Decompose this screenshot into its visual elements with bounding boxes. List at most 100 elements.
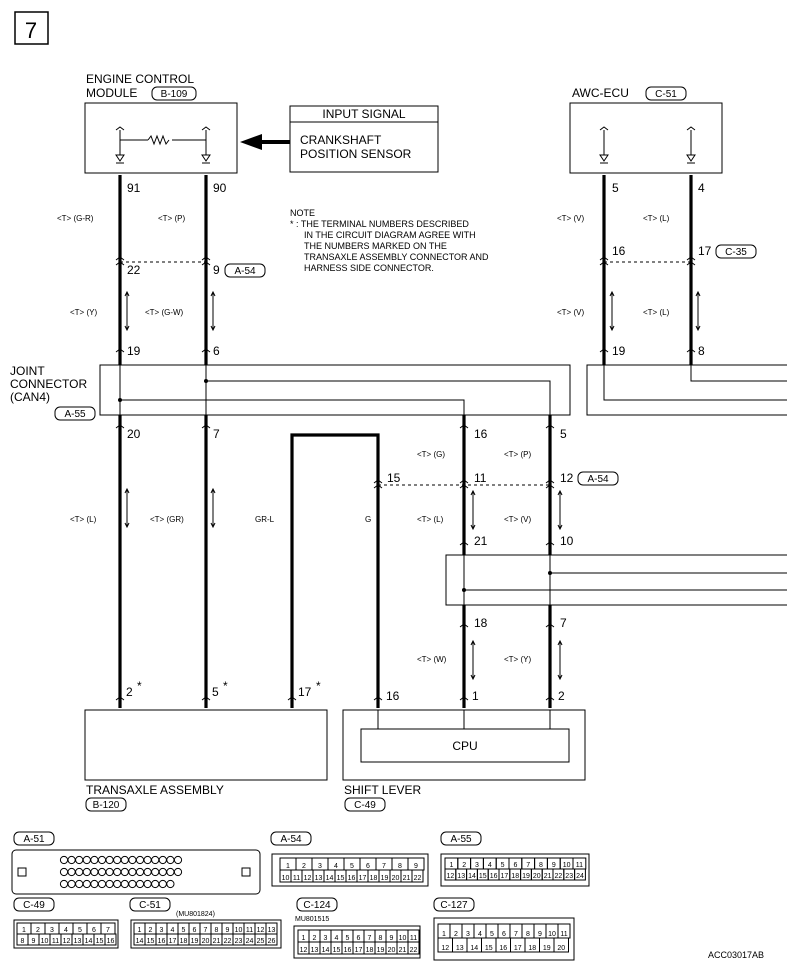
conn-c51-face xyxy=(130,919,282,949)
awc-wire-label-v1: <T> (V) xyxy=(557,214,584,223)
ecm-code: B-109 xyxy=(161,89,188,100)
note-line2: IN THE CIRCUIT DIAGRAM AGREE WITH xyxy=(304,230,476,240)
connector-pin-number: 19 xyxy=(543,945,551,952)
connector-pin-number: 10 xyxy=(41,938,49,945)
connector-pin-number: 17 xyxy=(501,873,509,880)
connector-pin-number: 3 xyxy=(475,862,479,869)
connector-pin-number: 1 xyxy=(449,862,453,869)
connector-pin-number: 1 xyxy=(302,935,306,942)
ecm-code-badge xyxy=(151,86,197,101)
connector-pin-number: 7 xyxy=(368,935,372,942)
ecm-title-line1: ENGINE CONTROL xyxy=(86,72,194,86)
connector-pin-number: 2 xyxy=(149,927,153,934)
connector-pin-socket xyxy=(105,855,114,865)
conn-a51-pins xyxy=(59,855,183,889)
connector-pin-number: 17 xyxy=(359,875,367,882)
connector-pin-number: 17 xyxy=(514,945,522,952)
connector-pin-number: 20 xyxy=(388,947,396,954)
ecm-box xyxy=(84,102,238,174)
connector-pin-number: 3 xyxy=(50,927,54,934)
connector-pin-number: 21 xyxy=(213,938,221,945)
connector-pin-number: 19 xyxy=(377,947,385,954)
connector-pin-socket xyxy=(82,855,91,865)
connector-pin-number: 14 xyxy=(326,875,334,882)
connector-pin-socket xyxy=(59,855,69,865)
pin-17: 17 xyxy=(298,685,312,699)
pin-18: 18 xyxy=(474,616,488,630)
connector-pin-number: 4 xyxy=(335,935,339,942)
connector-pin-socket xyxy=(97,855,107,865)
connector-pin-number: 12 xyxy=(63,938,71,945)
connector-pin-number: 16 xyxy=(490,873,498,880)
connector-pin-number: 7 xyxy=(382,863,386,870)
conn-c49-face xyxy=(13,919,119,949)
connector-pin-number: 19 xyxy=(381,875,389,882)
connector-pin-socket xyxy=(105,867,114,877)
note-line3: THE NUMBERS MARKED ON THE xyxy=(304,241,447,251)
connector-pin-socket xyxy=(151,879,160,889)
connector-pin-number: 14 xyxy=(468,873,476,880)
pin-1: 1 xyxy=(472,689,479,703)
connector-pin-number: 3 xyxy=(318,863,322,870)
connector-pin-number: 2 xyxy=(36,927,40,934)
connector-pin-socket xyxy=(90,855,99,865)
connector-pin-number: 8 xyxy=(526,931,530,938)
connector-pin-number: 6 xyxy=(366,863,370,870)
connector-pin-number: 14 xyxy=(322,947,330,954)
connector-pin-number: 24 xyxy=(246,938,254,945)
connector-pin-socket xyxy=(97,867,107,877)
connector-pin-number: 7 xyxy=(526,862,530,869)
conn-a55-face xyxy=(440,853,590,887)
connector-pin-number: 7 xyxy=(204,927,208,934)
connector-pin-socket xyxy=(128,879,137,889)
c35-code: C-35 xyxy=(725,247,747,258)
wire-label-v: <T> (V) xyxy=(504,515,531,524)
pin-7b: 7 xyxy=(560,616,567,630)
connector-pin-number: 6 xyxy=(193,927,197,934)
twisted-pair-markers xyxy=(124,290,701,681)
input-signal-header: INPUT SIGNAL xyxy=(322,107,405,121)
connector-pin-number: 7 xyxy=(514,931,518,938)
pin-22: 22 xyxy=(127,263,141,277)
connector-pin-number: 17 xyxy=(169,938,177,945)
connector-pin-number: 18 xyxy=(511,873,519,880)
connector-pin-number: 10 xyxy=(399,935,407,942)
connector-pin-number: 12 xyxy=(300,947,308,954)
awc-box xyxy=(569,102,723,174)
awc-title: AWC-ECU xyxy=(572,86,629,100)
connector-pin-socket xyxy=(120,855,129,865)
awc-pin-19: 19 xyxy=(612,344,626,358)
connector-pin-number: 9 xyxy=(32,938,36,945)
connector-pin-socket xyxy=(120,867,129,877)
conn-c124-face xyxy=(293,925,421,959)
pin-20: 20 xyxy=(127,427,141,441)
wire-label-l: <T> (L) xyxy=(70,515,97,524)
connector-pin-number: 11 xyxy=(560,931,567,938)
connector-pin-number: 26 xyxy=(268,938,276,945)
connector-pin-number: 6 xyxy=(357,935,361,942)
awc-pin-4: 4 xyxy=(698,181,705,195)
connector-pin-number: 18 xyxy=(528,945,536,952)
connector-pin-number: 3 xyxy=(466,931,470,938)
connector-pin-number: 13 xyxy=(315,875,323,882)
conn-c127-label: C-127 xyxy=(440,900,468,911)
wire-label-p: <T> (P) xyxy=(158,214,185,223)
conn-a54-face xyxy=(271,853,429,887)
connector-pin-number: 20 xyxy=(392,875,400,882)
conn-a51-label: A-51 xyxy=(23,834,45,845)
connector-pin-number: 15 xyxy=(479,873,487,880)
connector-pin-number: 9 xyxy=(538,931,542,938)
joint-line3: (CAN4) xyxy=(10,390,50,404)
connector-pin-number: 6 xyxy=(513,862,517,869)
connector-pin-number: 4 xyxy=(488,862,492,869)
connector-pin-number: 4 xyxy=(64,927,68,934)
connector-pin-number: 3 xyxy=(324,935,328,942)
conn-c127-face xyxy=(433,917,575,961)
connector-pin-number: 13 xyxy=(456,945,464,952)
wire-label-g: G xyxy=(365,515,371,524)
pin-9: 9 xyxy=(213,263,220,277)
connector-pin-socket xyxy=(166,855,175,865)
code-reference: ACC03017AB xyxy=(708,950,764,960)
conn-c124-part: MU801515 xyxy=(295,916,329,923)
